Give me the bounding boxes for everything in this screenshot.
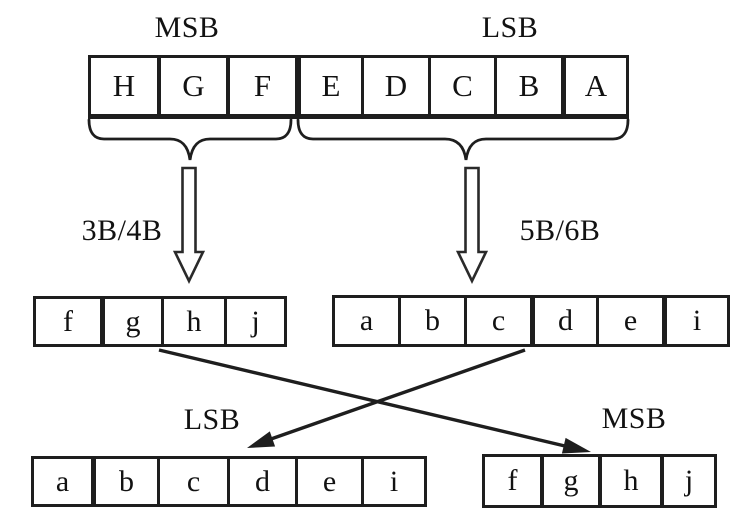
bit-cell-c: c: [157, 459, 227, 504]
cross-arrowhead-left-icon: [247, 431, 276, 448]
bit-cell-e: e: [295, 459, 361, 504]
top-msb-label: MSB: [154, 11, 220, 44]
bottom-lsb-label: LSB: [183, 403, 241, 436]
bit-cell-b: b: [398, 298, 464, 344]
bit-cell-G: G: [157, 58, 226, 114]
bit-cell-d: d: [227, 459, 295, 504]
bit-cell-c: c: [464, 298, 530, 344]
bit-cell-d: d: [530, 298, 596, 344]
cross-arrow-right-to-left: [270, 348, 526, 441]
bit-cell-i: i: [662, 298, 727, 344]
bit-cell-C: C: [428, 58, 494, 114]
bit-cell-B: B: [494, 58, 561, 114]
cross-arrowhead-right-icon: [561, 437, 591, 454]
down-arrow-3b4b-icon: [172, 166, 206, 284]
encoder-3b4b-label: 3B/4B: [81, 214, 163, 247]
bit-cell-j: j: [224, 299, 284, 344]
bit-cell-a: a: [359, 304, 374, 337]
bit-cell-f: f: [507, 464, 518, 497]
bit-cell-F: F: [226, 58, 295, 114]
bit-cell-H: H: [112, 68, 136, 103]
bit-cell-f: f: [63, 304, 73, 338]
top-lsb-label: LSB: [481, 11, 539, 44]
bit-cell-g: g: [540, 457, 598, 505]
encoder-5b6b-label: 5B/6B: [519, 214, 601, 247]
bit-cell-e: e: [596, 298, 662, 344]
down-arrow-5b6b-icon: [455, 166, 489, 284]
bit-cell-A: A: [561, 58, 626, 114]
bit-cell-b: b: [91, 459, 157, 504]
bit-cell-j: j: [660, 457, 714, 505]
bit-cell-a: a: [55, 464, 70, 498]
bit-cell-D: D: [361, 58, 428, 114]
bit-cell-i: i: [361, 459, 424, 504]
bit-cell-h: h: [161, 299, 224, 344]
brace-msb: [87, 118, 293, 161]
bit-cell-h: h: [598, 457, 660, 505]
bit-cell-g: g: [100, 299, 161, 344]
brace-lsb: [296, 118, 630, 161]
bit-cell-E: E: [295, 58, 361, 114]
bottom-msb-label: MSB: [601, 402, 667, 435]
